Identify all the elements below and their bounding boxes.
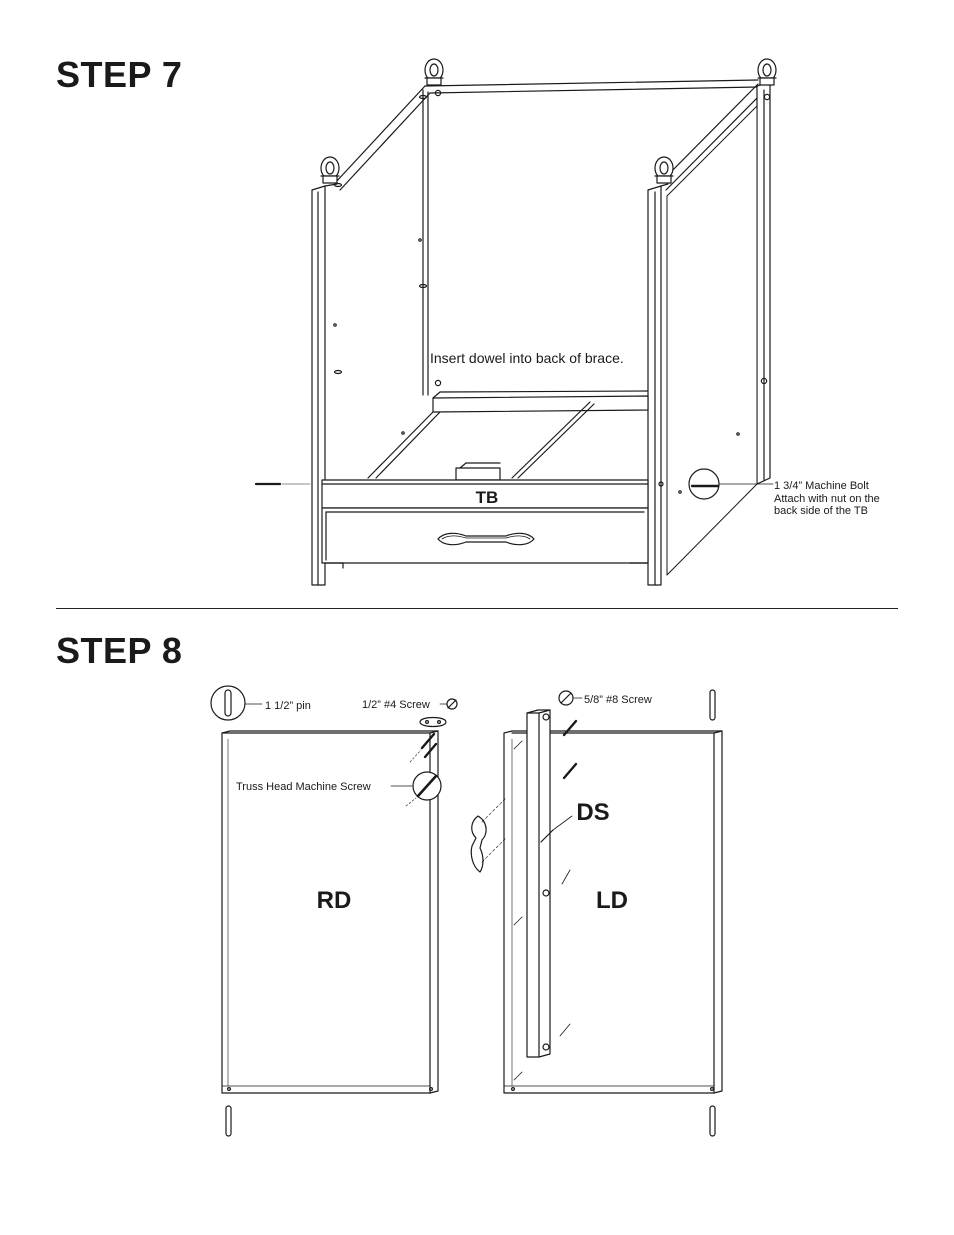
- bolt-callout-line2: Attach with nut on the: [774, 493, 880, 505]
- truss-screw-icon: [390, 771, 442, 807]
- screw-8-icon: [558, 690, 583, 1037]
- screw-4-label: 1/2” #4 Screw: [362, 699, 430, 711]
- step-divider: [56, 608, 898, 609]
- rd-label: RD: [317, 887, 352, 914]
- caster-icon: [320, 58, 777, 184]
- step-7-title: STEP 7: [56, 54, 183, 95]
- bolt-callout-line1: 1 3/4” Machine Bolt: [774, 480, 869, 492]
- ds-label: DS: [576, 799, 609, 826]
- pin-label: 1 1/2” pin: [265, 700, 311, 712]
- step-8-title: STEP 8: [56, 630, 183, 671]
- dowel-note: Insert dowel into back of brace.: [430, 350, 624, 366]
- right-door-panel: [221, 730, 439, 1094]
- truss-screw-label: Truss Head Machine Screw: [236, 781, 371, 793]
- ld-label: LD: [596, 887, 628, 914]
- tb-label: TB: [476, 488, 499, 507]
- bolt-callout-line3: back side of the TB: [774, 505, 868, 517]
- screw-8-label: 5/8” #8 Screw: [584, 694, 652, 706]
- left-door-panel: [503, 730, 723, 1094]
- door-handle-icon: [470, 797, 507, 873]
- cabinet-frame: [254, 79, 774, 586]
- pin-icon: [210, 685, 716, 1137]
- screw-icon: [409, 698, 458, 763]
- door-stop-panel: [513, 709, 573, 1081]
